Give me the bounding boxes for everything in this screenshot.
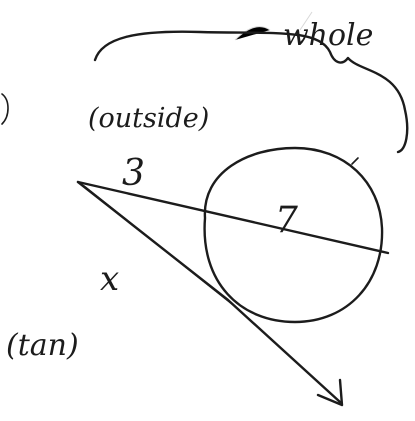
secant-line	[76, 180, 390, 255]
edge-stroke	[1, 93, 9, 125]
label-outside-length: 3	[122, 153, 145, 194]
tangent-double-stroke	[83, 185, 233, 305]
arrow-head	[316, 378, 344, 407]
scan-artifact-line	[299, 11, 313, 31]
label-tangent: (tan)	[6, 328, 79, 363]
label-inside-length: 7	[275, 200, 298, 241]
label-outside: (outside)	[88, 103, 209, 134]
whole-brace	[93, 30, 409, 154]
circle-start-tick	[351, 157, 359, 165]
label-whole: whole	[283, 18, 373, 53]
circle	[203, 146, 384, 324]
label-tangent-length: x	[100, 259, 119, 299]
